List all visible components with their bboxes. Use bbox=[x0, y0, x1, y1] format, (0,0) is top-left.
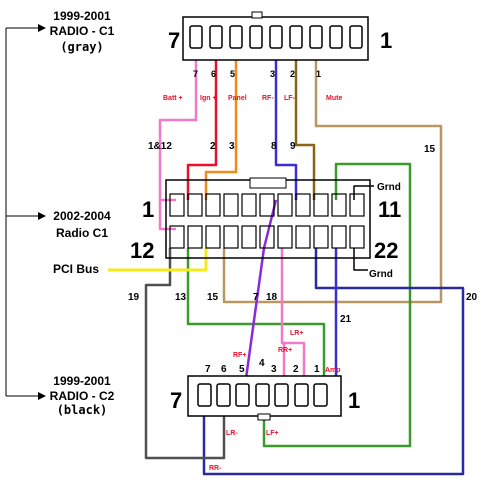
arrow-top bbox=[38, 24, 46, 32]
wire-pink-lr bbox=[280, 248, 306, 393]
grnd-top-label: Grnd bbox=[377, 182, 401, 193]
wire-green-right bbox=[262, 162, 412, 448]
signal-rf-minus: RF- bbox=[262, 95, 274, 102]
num-18: 18 bbox=[266, 292, 278, 303]
top-pin-numbers: 7 6 5 3 2 1 bbox=[193, 69, 321, 79]
signal-ign: Ign + bbox=[200, 95, 217, 102]
wire-grnd-bottom bbox=[353, 248, 368, 271]
top-connector-left-num: 7 bbox=[168, 28, 180, 53]
bottom-pin-3: 3 bbox=[271, 364, 277, 375]
bottom-pin-5: 5 bbox=[239, 364, 245, 375]
wire-orange-panel bbox=[204, 36, 238, 200]
num-3: 3 bbox=[229, 141, 235, 152]
signal-lf-plus: LF+ bbox=[266, 430, 279, 437]
top-connector-right-num: 1 bbox=[380, 28, 392, 53]
bottom-connector-left-num: 7 bbox=[170, 388, 182, 413]
bottom-label-line2: RADIO - C2 bbox=[50, 389, 115, 403]
wire-blue-rf bbox=[274, 36, 298, 200]
mid-label-line1: 2002-2004 bbox=[53, 209, 111, 223]
top-pin-5: 5 bbox=[230, 69, 235, 79]
top-connector bbox=[182, 11, 369, 61]
bottom-pin-1: 1 bbox=[314, 364, 320, 375]
signal-batt: Batt + bbox=[163, 95, 183, 102]
wire-red-ign bbox=[186, 36, 218, 200]
top-pin-3: 3 bbox=[270, 69, 275, 79]
top-pin-1: 1 bbox=[316, 69, 321, 79]
num-19: 19 bbox=[128, 292, 140, 303]
mid-connector-tl-num: 1 bbox=[142, 197, 154, 222]
bottom-pin-2: 2 bbox=[293, 364, 299, 375]
top-pin-6: 6 bbox=[211, 69, 216, 79]
left-bracket bbox=[5, 27, 38, 397]
signal-lr-minus: LR- bbox=[226, 430, 238, 437]
signal-mute: Mute bbox=[326, 95, 342, 102]
top-label-line3: (gray) bbox=[60, 40, 103, 54]
num-8: 8 bbox=[271, 141, 277, 152]
mid-wire-numbers: 1&12 2 3 8 9 15 bbox=[148, 141, 436, 155]
wire-navy-20 bbox=[202, 248, 465, 476]
top-signal-labels: Batt + Ign + Panel RF- LF- Mute bbox=[163, 95, 342, 102]
num-15-top: 15 bbox=[424, 144, 436, 155]
signal-lf-minus: LF- bbox=[284, 95, 296, 102]
signal-rf-plus: RF+ bbox=[233, 352, 246, 359]
mid-label-line2: Radio C1 bbox=[56, 226, 108, 240]
signal-amp: Amp bbox=[325, 367, 341, 374]
signal-panel: Panel bbox=[228, 95, 247, 102]
top-label-line2: RADIO - C1 bbox=[50, 24, 115, 38]
mid-connector-br-num: 22 bbox=[374, 238, 398, 263]
num-7: 7 bbox=[253, 292, 259, 303]
mid-connector-tr-num: 11 bbox=[378, 197, 401, 222]
bottom-pin-4: 4 bbox=[259, 358, 265, 369]
wire-yellow-pci bbox=[108, 248, 208, 272]
wire-green-13 bbox=[186, 248, 326, 393]
mid-connector bbox=[165, 177, 371, 259]
arrow-mid bbox=[38, 212, 46, 220]
signal-rr-plus: RR+ bbox=[278, 347, 292, 354]
bottom-signal-labels: LR+ RR+ RF+ Amp LR- LF+ RR- bbox=[209, 330, 341, 472]
num-20: 20 bbox=[466, 292, 478, 303]
bottom-pin-6: 6 bbox=[221, 364, 227, 375]
bottom-label-line1: 1999-2001 bbox=[53, 374, 111, 388]
signal-lr-plus: LR+ bbox=[290, 330, 303, 337]
wire-gray-19 bbox=[144, 248, 226, 460]
num-9: 9 bbox=[290, 141, 296, 152]
wire-tan-mute bbox=[222, 36, 443, 304]
num-15-lower: 15 bbox=[207, 292, 219, 303]
arrow-bottom bbox=[38, 392, 46, 400]
mid-connector-bl-num: 12 bbox=[130, 238, 154, 263]
grnd-bottom-label: Grnd bbox=[369, 269, 393, 280]
signal-rr-minus: RR- bbox=[209, 465, 222, 472]
bottom-connector-right-num: 1 bbox=[348, 388, 360, 413]
wire-brown-lf bbox=[294, 36, 316, 200]
num-21: 21 bbox=[340, 314, 352, 325]
top-pin-7: 7 bbox=[193, 69, 198, 79]
num-2: 2 bbox=[210, 141, 216, 152]
bottom-connector bbox=[187, 375, 342, 421]
bottom-pin-numbers: 7 6 5 4 3 2 1 bbox=[205, 358, 320, 375]
pci-bus-label: PCI Bus bbox=[53, 262, 99, 276]
bottom-pin-7: 7 bbox=[205, 364, 211, 375]
bottom-label-line3: (black) bbox=[57, 403, 108, 417]
top-label-line1: 1999-2001 bbox=[53, 9, 111, 23]
wire-grnd-top bbox=[353, 185, 374, 200]
num-1-12: 1&12 bbox=[148, 141, 172, 152]
lower-wire-numbers: 19 13 15 7 18 21 20 bbox=[128, 292, 478, 325]
top-pin-2: 2 bbox=[290, 69, 295, 79]
num-13: 13 bbox=[175, 292, 187, 303]
